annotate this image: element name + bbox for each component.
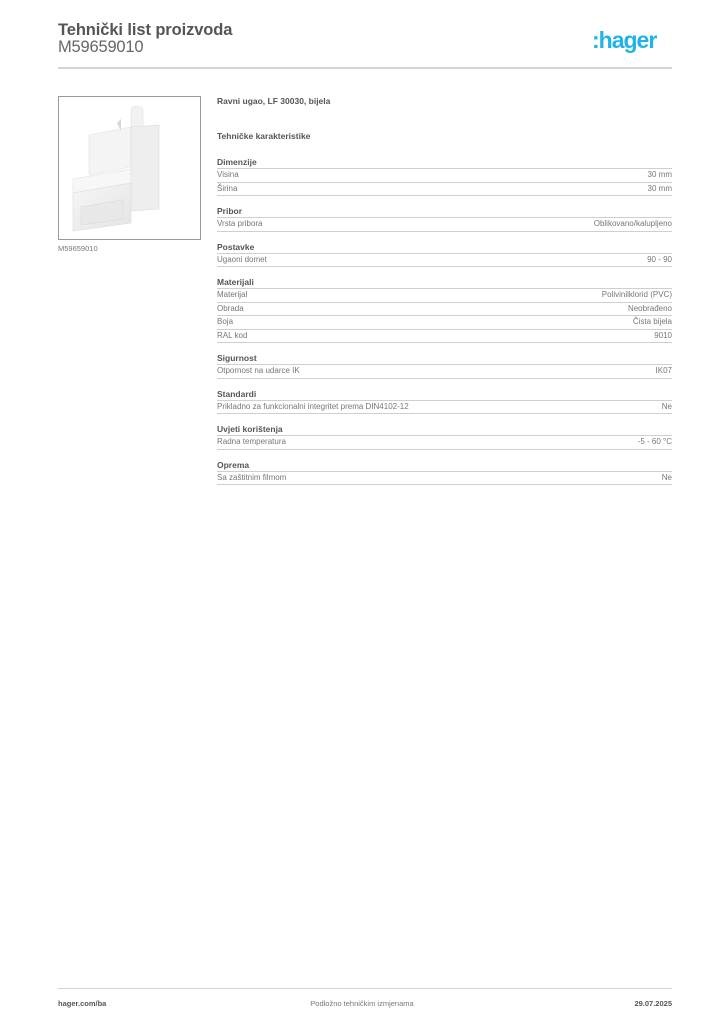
section-heading: Standardi (217, 389, 672, 401)
footer-date: 29.07.2025 (634, 999, 672, 1008)
spec-row: Prikladno za funkcionalni integritet pre… (217, 401, 672, 414)
section-equipment: Oprema Sa zaštitnim filmom Ne (217, 460, 672, 485)
spec-row: Visina 30 mm (217, 169, 672, 183)
header-divider (58, 67, 672, 69)
spec-label: Prikladno za funkcionalni integritet pre… (217, 401, 409, 411)
spec-value: 30 mm (647, 170, 672, 179)
spec-value: Oblikovano/kalupljeno (593, 219, 672, 228)
spec-label: Visina (217, 170, 239, 179)
spec-value: Ne (661, 401, 672, 411)
spec-label: Radna temperatura (217, 437, 286, 446)
section-accessories: Pribor Vrsta pribora Oblikovano/kalupljen… (217, 206, 672, 232)
spec-label: Otpornost na udarce IK (217, 366, 300, 375)
spec-value: IK07 (655, 366, 672, 375)
section-safety: Sigurnost Otpornost na udarce IK IK07 (217, 353, 672, 379)
spec-row: Obrada Neobrađeno (217, 303, 672, 316)
spec-row: RAL kod 9010 (217, 330, 672, 343)
section-heading: Oprema (217, 460, 672, 472)
spec-label: Boja (217, 317, 234, 326)
tech-specs-title: Tehničke karakteristike (217, 131, 311, 141)
image-caption: M59659010 (58, 244, 98, 253)
section-standards: Standardi Prikladno za funkcionalni inte… (217, 389, 672, 414)
spec-value: Čista bijela (632, 317, 672, 326)
section-gap (217, 414, 672, 424)
spec-label: Ugaoni domet (217, 254, 267, 264)
section-dimensions: Dimenzije Visina 30 mm Širina 30 mm (217, 157, 672, 196)
section-gap (217, 450, 672, 460)
spec-row: Materijal Polivinilklorid (PVC) (217, 289, 672, 303)
section-heading: Uvjeti korištenja (217, 424, 672, 436)
spec-label: Obrada (217, 303, 244, 313)
section-materials: Materijali Materijal Polivinilklorid (PVC… (217, 277, 672, 343)
section-heading: Pribor (217, 206, 672, 218)
spec-value: Polivinilklorid (PVC) (601, 290, 672, 299)
product-code: M59659010 (58, 38, 144, 56)
section-conditions: Uvjeti korištenja Radna temperatura -5 - … (217, 424, 672, 450)
spec-label: Vrsta pribora (217, 219, 263, 228)
spec-row: Širina 30 mm (217, 183, 672, 196)
section-gap (217, 267, 672, 277)
flat-angle-fitting-icon (72, 105, 160, 232)
spec-row: Ugaoni domet 90 - 90 (217, 254, 672, 267)
spec-column: Ravni ugao, LF 30030, bijela Tehničke ka… (217, 96, 672, 485)
section-heading: Postavke (217, 242, 672, 254)
spec-value: Ne (661, 472, 672, 482)
section-settings: Postavke Ugaoni domet 90 - 90 (217, 242, 672, 267)
hager-logo: :hager (592, 27, 657, 53)
section-heading: Sigurnost (217, 353, 672, 365)
spec-label: Sa zaštitnim filmom (217, 472, 287, 482)
spec-label: Materijal (217, 290, 248, 299)
section-gap (217, 196, 672, 206)
spec-value: 90 - 90 (647, 254, 672, 264)
spec-label: Širina (217, 183, 238, 193)
footer-disclaimer: Podložno tehničkim izmjenama (310, 999, 414, 1008)
spec-value: Neobrađeno (627, 303, 672, 313)
spec-row: Radna temperatura -5 - 60 °C (217, 436, 672, 450)
spec-row: Boja Čista bijela (217, 316, 672, 330)
document-title: Tehnički list proizvoda (58, 21, 233, 39)
section-heading: Dimenzije (217, 157, 672, 169)
spec-value: -5 - 60 °C (637, 437, 672, 446)
spec-row: Otpornost na udarce IK IK07 (217, 365, 672, 379)
spec-label: RAL kod (217, 330, 248, 340)
footer-website[interactable]: hager.com/ba (58, 999, 107, 1008)
section-heading: Materijali (217, 277, 672, 289)
section-gap (217, 379, 672, 389)
section-gap (217, 232, 672, 242)
spec-row: Sa zaštitnim filmom Ne (217, 472, 672, 485)
section-gap (217, 343, 672, 353)
spec-value: 30 mm (647, 183, 672, 193)
spec-row: Vrsta pribora Oblikovano/kalupljeno (217, 218, 672, 232)
product-name: Ravni ugao, LF 30030, bijela (217, 96, 331, 106)
spec-value: 9010 (654, 330, 672, 340)
product-image (58, 96, 201, 240)
footer-divider (58, 988, 672, 989)
